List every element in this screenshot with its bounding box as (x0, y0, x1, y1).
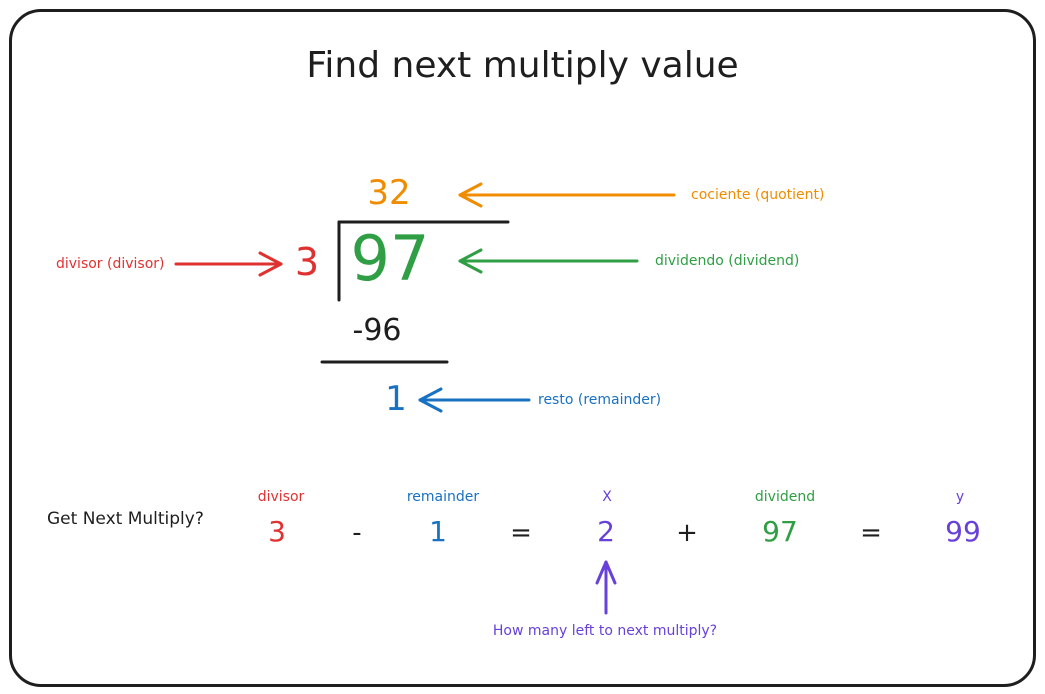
quotient-label: cociente (quotient) (691, 187, 825, 203)
dividend-value: 97 (350, 222, 430, 295)
equation-value-remainder: 1 (429, 515, 447, 548)
divisor-arrow (174, 251, 283, 277)
diagram-frame (9, 9, 1036, 687)
equation-value-result: 99 (945, 515, 981, 548)
equation-header-divisor: divisor (257, 489, 305, 505)
equation-header-unknown: X (602, 489, 612, 505)
subtrahend-value: -96 (352, 313, 402, 348)
dividend-arrow (458, 248, 639, 274)
next-multiply-note: How many left to next multiply? (492, 623, 718, 639)
dividend-label: dividendo (dividend) (655, 253, 800, 269)
unknown-up-arrow (595, 560, 617, 615)
equation-value-dividend: 97 (762, 515, 798, 548)
operator-minus: - (352, 518, 362, 548)
quotient-arrow (458, 182, 676, 208)
remainder-label: resto (remainder) (538, 392, 662, 408)
equation-value-unknown: 2 (597, 515, 615, 548)
operator-plus: + (676, 518, 698, 548)
divisor-label: divisor (divisor) (56, 256, 165, 272)
equation-value-divisor: 3 (268, 515, 286, 548)
remainder-arrow (418, 387, 531, 413)
remainder-value: 1 (385, 379, 407, 419)
operator-equals-first: = (510, 518, 532, 548)
equation-prompt: Get Next Multiply? (47, 509, 204, 529)
equation-header-dividend: dividend (754, 489, 816, 505)
divisor-value: 3 (294, 240, 320, 284)
equation-header-remainder: remainder (406, 489, 480, 505)
equation-header-result: y (955, 489, 965, 505)
operator-equals-second: = (860, 518, 882, 548)
quotient-value: 32 (367, 173, 411, 213)
diagram-title: Find next multiply value (306, 45, 739, 86)
